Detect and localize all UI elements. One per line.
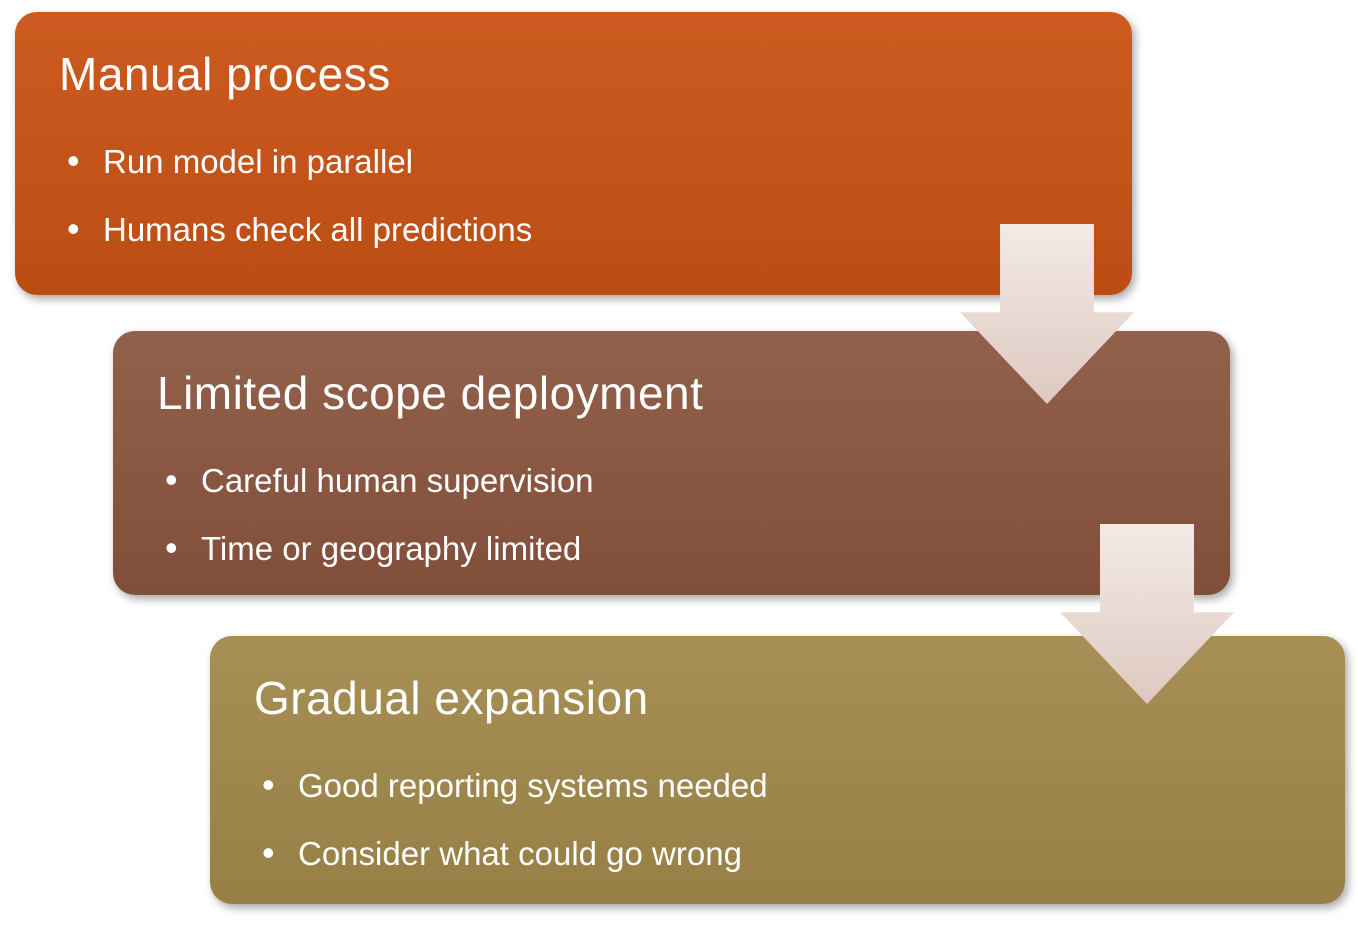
step-bullet: Consider what could go wrong xyxy=(262,819,1301,887)
bullet-text: Run model in parallel xyxy=(103,142,414,180)
step-gradual-expansion: Gradual expansion Good reporting systems… xyxy=(210,636,1345,904)
step-bullet: Good reporting systems needed xyxy=(262,751,1301,819)
step-bullet-list: Run model in parallel Humans check all p… xyxy=(59,127,1088,264)
bullet-dot-icon xyxy=(165,514,201,582)
bullet-text: Time or geography limited xyxy=(201,530,582,568)
step-bullet: Run model in parallel xyxy=(67,127,1088,195)
bullet-text: Careful human supervision xyxy=(201,461,594,499)
step-bullet: Humans check all predictions xyxy=(67,195,1088,263)
bullet-dot-icon xyxy=(67,127,103,195)
bullet-text: Good reporting systems needed xyxy=(298,766,768,804)
step-bullet-list: Good reporting systems needed Consider w… xyxy=(254,751,1301,888)
step-bullet-list: Careful human supervision Time or geogra… xyxy=(157,446,1186,583)
bullet-dot-icon xyxy=(67,195,103,263)
step-title: Gradual expansion xyxy=(254,672,649,724)
bullet-dot-icon xyxy=(165,446,201,514)
bullet-dot-icon xyxy=(262,751,298,819)
step-title: Limited scope deployment xyxy=(157,367,704,419)
step-title: Manual process xyxy=(59,48,391,100)
step-bullet: Time or geography limited xyxy=(165,514,1186,582)
step-manual-process: Manual process Run model in parallel Hum… xyxy=(15,12,1132,295)
bullet-text: Humans check all predictions xyxy=(103,211,533,249)
step-bullet: Careful human supervision xyxy=(165,446,1186,514)
bullet-text: Consider what could go wrong xyxy=(298,835,742,873)
bullet-dot-icon xyxy=(262,819,298,887)
